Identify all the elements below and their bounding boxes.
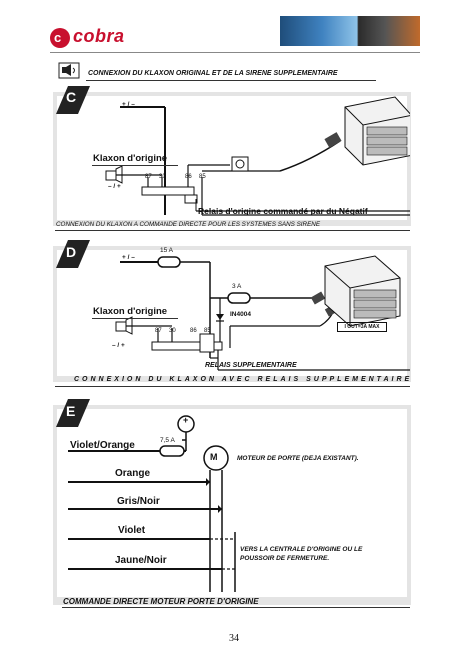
section-d-footer-rule <box>55 386 410 387</box>
section-e-central-label-line1: VERS LA CENTRALE D'ORIGINE OU LE <box>240 546 363 553</box>
wire-label-violet: Violet <box>118 525 146 536</box>
section-e-motor-symbol: M <box>210 452 218 462</box>
section-e-fuse-label: 7,5 A <box>160 437 175 444</box>
section-e-motor-label: MOTEUR DE PORTE (DEJA EXISTANT). <box>237 455 359 462</box>
section-c-footer-rule <box>55 230 410 231</box>
section-d-klaxon-label: Klaxon d'origine <box>93 306 168 317</box>
section-c-terminal-87: 87 <box>145 174 152 180</box>
section-c-terminal-30: 30 <box>159 174 166 180</box>
section-d-terminal-30: 30 <box>169 328 176 334</box>
wire-label-orange: Orange <box>115 468 151 479</box>
section-c-klaxon-label: Klaxon d'origine <box>93 153 168 164</box>
section-d-polarity-bottom: – / + <box>112 342 125 349</box>
title-underline <box>86 80 376 81</box>
section-e-plus-label: + <box>183 415 189 425</box>
section-c-polarity-bottom: – / + <box>108 183 121 190</box>
section-d-terminal-87: 87 <box>155 328 162 334</box>
section-e-footer: COMMANDE DIRECTE MOTEUR PORTE D'ORIGINE <box>63 597 259 606</box>
section-d-terminal-85: 85 <box>204 328 211 334</box>
logo-letter: c <box>54 30 62 45</box>
section-d-diode-label: IN4004 <box>230 311 251 318</box>
main-title: CONNEXION DU KLAXON ORIGINAL ET DE LA SI… <box>88 70 338 77</box>
section-c-relay-label: Relais d'origine commandé par du Négatif <box>198 206 368 216</box>
section-e-letter: E <box>66 403 76 419</box>
section-d-wiring-diagram <box>115 255 410 371</box>
section-e-wiring-diagram <box>68 415 236 592</box>
section-d-badge-icon <box>56 240 90 268</box>
cobra-logo: c cobra <box>50 26 130 48</box>
section-c-terminal-86: 86 <box>185 174 192 180</box>
section-c-badge-icon <box>56 86 90 114</box>
section-c-footer: CONNEXION DU KLAXON A COMMANDE DIRECTE P… <box>56 221 321 228</box>
section-c-polarity-top: + / – <box>122 101 135 108</box>
section-c-letter: C <box>66 89 77 105</box>
section-e-panel <box>57 409 407 597</box>
header-banner-image <box>280 16 420 46</box>
section-d-terminal-86: 86 <box>190 328 197 334</box>
section-d-footer: CONNEXION DU KLAXON AVEC RELAIS SUPPLEME… <box>74 376 413 383</box>
siren-symbol-icon <box>58 62 80 79</box>
section-e-badge-icon <box>56 399 90 427</box>
section-d-output-label: I OUT=3A MAX <box>337 322 387 332</box>
wire-label-violet-orange: Violet/Orange <box>70 440 135 451</box>
logo-circle-icon <box>50 28 70 48</box>
section-d-klaxon-underline <box>92 318 178 319</box>
section-d-letter: D <box>66 244 77 260</box>
section-d-fuse-3a-label: 3 A <box>232 283 242 290</box>
section-e-footer-rule <box>62 607 410 608</box>
section-d-fuse-15a-label: 15 A <box>160 247 174 254</box>
section-c-terminal-85: 85 <box>199 174 206 180</box>
page-number: 34 <box>229 633 239 644</box>
section-e-central-label-line2: POUSSOIR DE FERMETURE. <box>240 555 330 562</box>
section-c-klaxon-underline <box>92 165 178 166</box>
section-d-relay-label: RELAIS SUPPLEMENTAIRE <box>205 362 297 369</box>
section-d-polarity-top: + / – <box>122 254 135 261</box>
header-rule <box>50 52 420 53</box>
wire-label-gris-noir: Gris/Noir <box>117 496 160 507</box>
section-c-wiring-diagram <box>105 96 410 216</box>
wire-label-jaune-noir: Jaune/Noir <box>115 555 167 566</box>
logo-text: cobra <box>73 26 125 46</box>
